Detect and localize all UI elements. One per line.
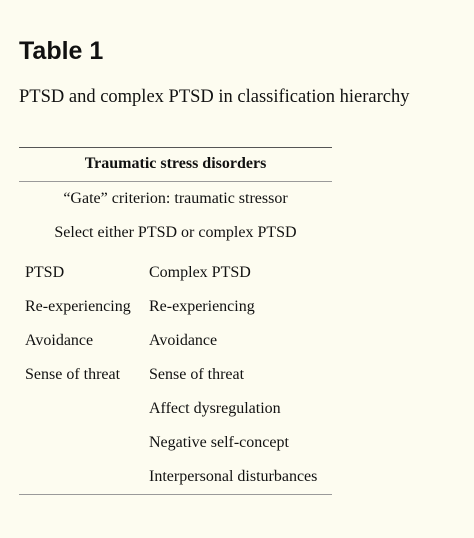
ptsd-symptom-cell: Sense of threat (25, 366, 121, 383)
ptsd-symptom-cell: Avoidance (25, 332, 94, 349)
complex-ptsd-symptom-cell: Negative self-concept (149, 434, 289, 451)
gate-criterion-row: “Gate” criterion: traumatic stressor (63, 190, 288, 207)
ptsd-column-heading: PTSD (25, 264, 65, 281)
table-top-rule (19, 147, 332, 148)
table-caption: PTSD and complex PTSD in classification … (19, 87, 410, 107)
table-header-rule (19, 181, 332, 182)
ptsd-symptom-cell: Re-experiencing (25, 298, 131, 315)
complex-ptsd-symptom-cell: Avoidance (149, 332, 218, 349)
table-bottom-rule (19, 494, 332, 495)
complex-ptsd-column-heading: Complex PTSD (149, 264, 251, 281)
table-header: Traumatic stress disorders (84, 155, 267, 172)
complex-ptsd-symptom-cell: Re-experiencing (149, 298, 255, 315)
complex-ptsd-symptom-cell: Interpersonal disturbances (149, 468, 318, 485)
complex-ptsd-symptom-cell: Sense of threat (149, 366, 245, 383)
select-diagnosis-row: Select either PTSD or complex PTSD (54, 224, 297, 241)
table-label: Table 1 (19, 37, 104, 65)
complex-ptsd-symptom-cell: Affect dysregulation (149, 400, 281, 417)
